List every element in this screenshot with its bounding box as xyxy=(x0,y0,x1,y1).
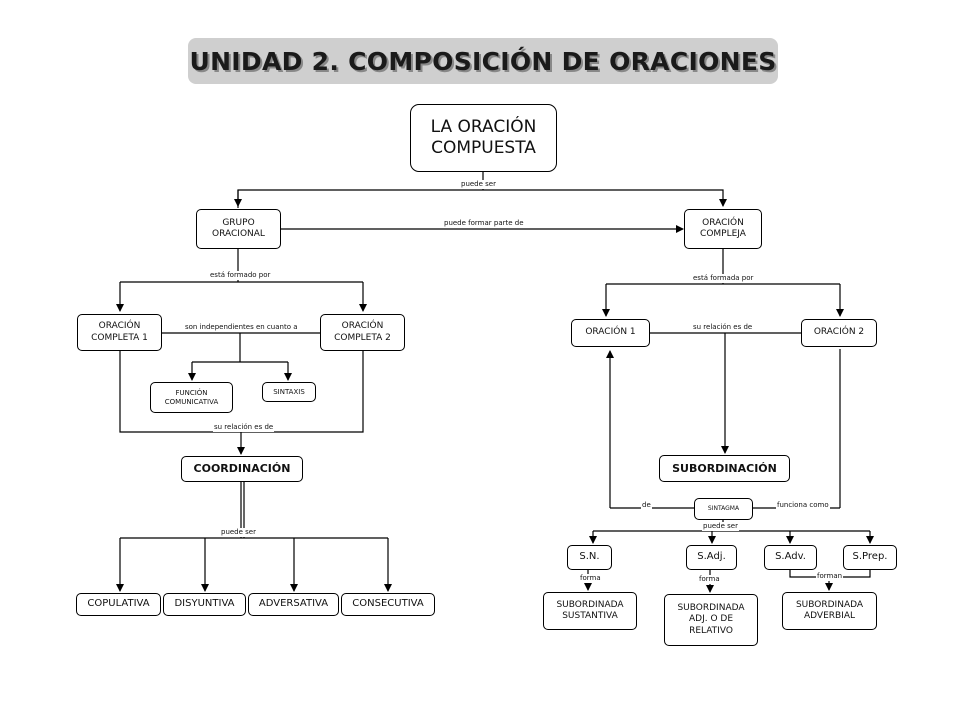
link-label-independientes: son independientes en cuanto a xyxy=(184,323,299,332)
node-sn: S.N. xyxy=(567,545,612,570)
link-label-puede-ser-coordinacion: puede ser xyxy=(220,528,257,537)
link-label-forman: forman xyxy=(816,572,844,581)
link-label-formada-por: está formada por xyxy=(692,274,755,283)
node-oracion-1: ORACIÓN 1 xyxy=(571,319,650,347)
node-sintagma: SINTAGMA xyxy=(694,498,753,520)
page-title: UNIDAD 2. COMPOSICIÓN DE ORACIONES xyxy=(189,46,777,76)
link-label-puede-formar-parte: puede formar parte de xyxy=(443,219,525,228)
node-subordinacion: SUBORDINACIÓN xyxy=(659,455,790,482)
node-grupo-oracional: GRUPO ORACIONAL xyxy=(196,209,281,249)
node-sintaxis: SINTAXIS xyxy=(262,382,316,402)
link-label-relacion-coordinacion: su relación es de xyxy=(213,423,275,432)
link-label-de: de xyxy=(641,501,652,510)
node-disyuntiva: DISYUNTIVA xyxy=(163,593,246,616)
node-copulativa: COPULATIVA xyxy=(76,593,161,616)
link-label-funciona-como: funciona como xyxy=(776,501,830,510)
link-label-formado-por: está formado por xyxy=(209,271,272,280)
node-coordinacion: COORDINACIÓN xyxy=(181,456,303,482)
link-label-puede-ser: puede ser xyxy=(460,180,497,189)
node-oracion-compleja: ORACIÓN COMPLEJA xyxy=(684,209,762,249)
node-adversativa: ADVERSATIVA xyxy=(248,593,339,616)
node-subordinada-adverbial: SUBORDINADA ADVERBIAL xyxy=(782,592,877,630)
node-oracion-compuesta: LA ORACIÓN COMPUESTA xyxy=(410,104,557,172)
node-subordinada-sustantiva: SUBORDINADA SUSTANTIVA xyxy=(543,592,637,630)
node-oracion-completa-1: ORACIÓN COMPLETA 1 xyxy=(77,314,162,351)
node-sadj: S.Adj. xyxy=(686,545,737,570)
title-banner: UNIDAD 2. COMPOSICIÓN DE ORACIONES xyxy=(188,38,778,84)
link-label-relacion-subordinacion: su relación es de xyxy=(692,323,754,332)
link-label-forma-sadj: forma xyxy=(698,575,721,584)
node-oracion-completa-2: ORACIÓN COMPLETA 2 xyxy=(320,314,405,351)
node-sprep: S.Prep. xyxy=(843,545,897,570)
link-label-forma-sn: forma xyxy=(579,574,602,583)
node-subordinada-adjetiva: SUBORDINADA ADJ. O DE RELATIVO xyxy=(664,594,758,646)
node-consecutiva: CONSECUTIVA xyxy=(341,593,435,616)
link-label-puede-ser-sintagma: puede ser xyxy=(702,522,739,531)
node-oracion-2: ORACIÓN 2 xyxy=(801,319,877,347)
node-funcion-comunicativa: FUNCIÓN COMUNICATIVA xyxy=(150,382,233,413)
node-sadv: S.Adv. xyxy=(764,545,817,570)
